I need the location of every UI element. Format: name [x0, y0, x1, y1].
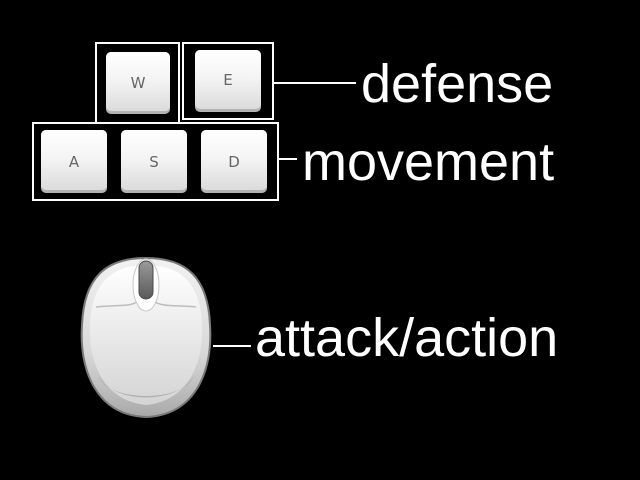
attack-action-label: attack/action — [255, 308, 559, 368]
defense-label: defense — [361, 54, 554, 114]
key-e: E — [195, 50, 261, 112]
wasd-lower-frame — [32, 122, 279, 201]
key-s-letter: S — [149, 153, 159, 171]
key-a-letter: A — [68, 153, 80, 171]
wasd-upper-frame — [95, 42, 180, 122]
key-e-letter: E — [223, 71, 233, 89]
movement-connector — [279, 158, 297, 160]
e-key-frame — [182, 42, 274, 120]
key-d: D — [201, 130, 267, 193]
movement-label: movement — [302, 132, 555, 192]
key-w-letter: W — [130, 74, 146, 92]
defense-connector — [274, 82, 356, 84]
key-w: W — [106, 52, 170, 114]
attack-connector — [213, 345, 251, 347]
mouse-icon — [80, 256, 212, 419]
key-s: S — [121, 130, 187, 193]
key-d-letter: D — [228, 153, 240, 171]
key-a: A — [41, 130, 107, 193]
